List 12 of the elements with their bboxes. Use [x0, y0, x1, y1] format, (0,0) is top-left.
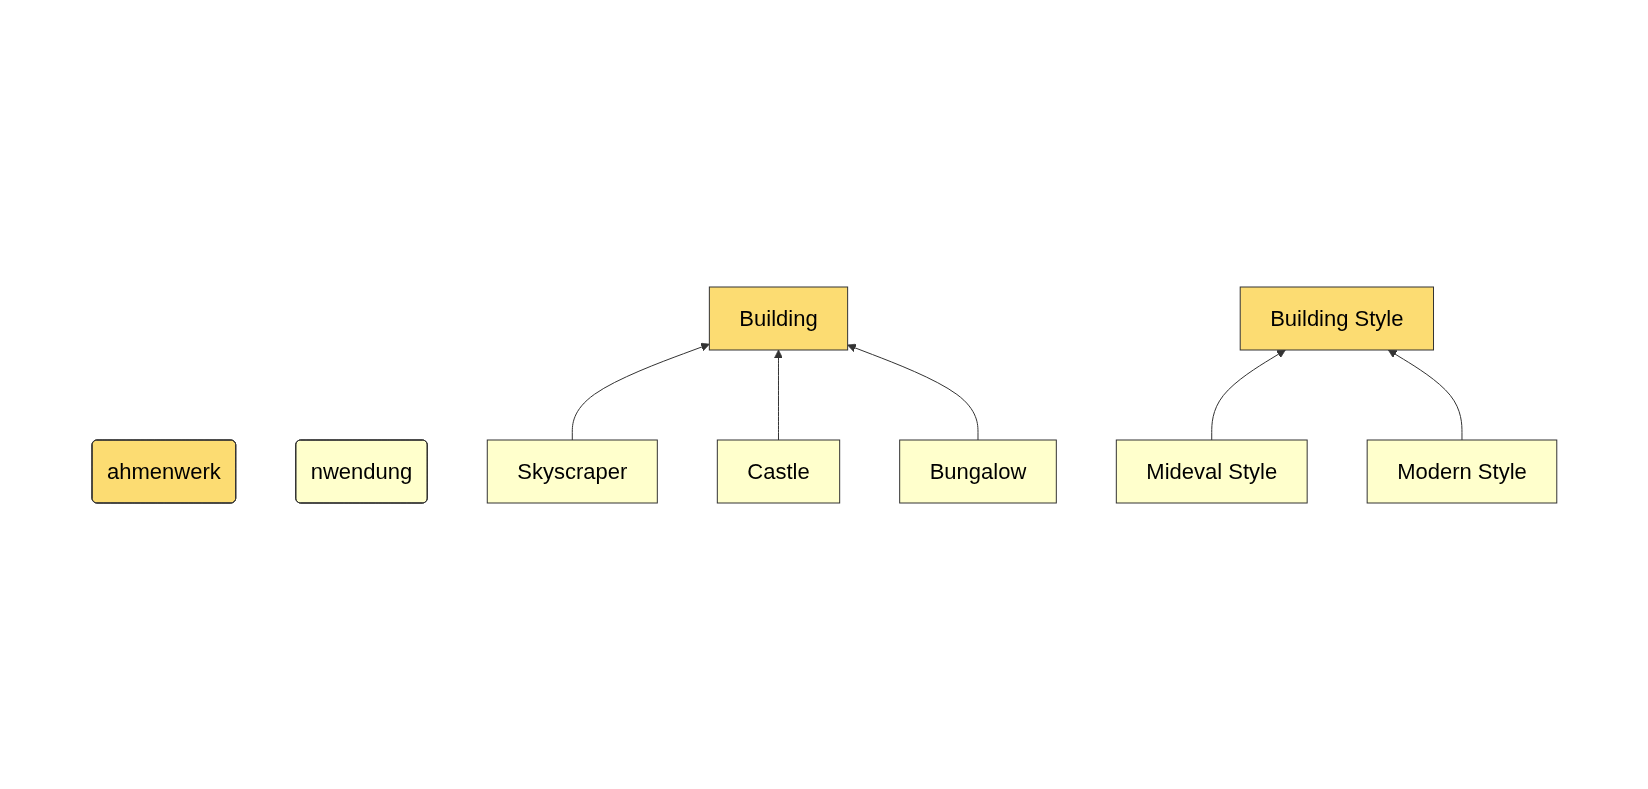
node-box: Mideval Style [1115, 439, 1308, 503]
node-box: Modern Style [1366, 439, 1557, 503]
arrow [1210, 349, 1286, 440]
arrow [846, 343, 979, 440]
node-box: Castle [716, 439, 840, 503]
node-box: Building [708, 286, 848, 350]
arrow [773, 349, 783, 440]
node-box: Building Style [1239, 286, 1434, 350]
arrow [1387, 349, 1463, 440]
arrow [571, 342, 710, 440]
node-box: Bungalow [898, 439, 1057, 503]
node-box: Skyscraper [486, 439, 658, 503]
